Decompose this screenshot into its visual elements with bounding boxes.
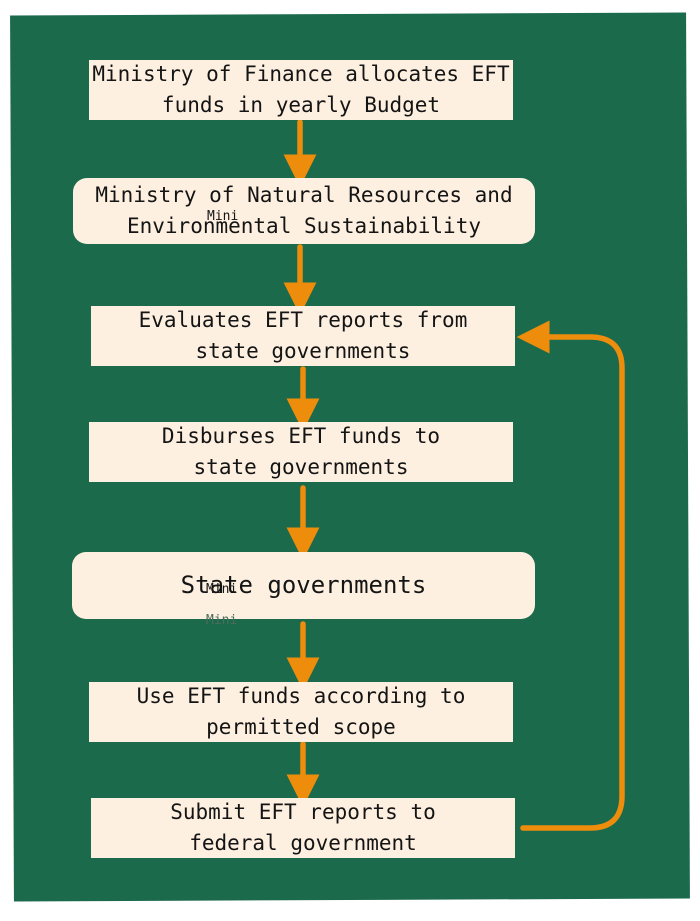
flow-arrows: [283, 119, 625, 831]
stray-mini-label: Mini: [206, 613, 238, 628]
step-evaluates-reports-label: Evaluates EFT reports from state governm…: [138, 308, 468, 363]
stray-mini-label: Mini: [207, 209, 239, 224]
step-finance-allocates-label: Ministry of Finance allocates EFT funds …: [92, 62, 510, 117]
step-natural-resources-ministry-label: Ministry of Natural Resources and Enviro…: [95, 183, 513, 238]
step-evaluates-reports: Evaluates EFT reports from state governm…: [91, 306, 515, 366]
stray-mini-label: Mini: [206, 582, 238, 597]
step-state-governments: State governments: [72, 552, 535, 619]
step-disburses-funds: Disburses EFT funds to state governments: [89, 422, 513, 482]
step-submit-reports-label: Submit EFT reports to federal government: [170, 800, 436, 855]
step-finance-allocates: Ministry of Finance allocates EFT funds …: [89, 60, 513, 120]
step-state-governments-label: State governments: [180, 571, 427, 599]
step-natural-resources-ministry: Ministry of Natural Resources and Enviro…: [73, 178, 535, 244]
step-use-funds: Use EFT funds according to permitted sco…: [89, 682, 513, 742]
step-submit-reports: Submit EFT reports to federal government: [91, 798, 515, 858]
step-disburses-funds-label: Disburses EFT funds to state governments: [161, 424, 441, 479]
step-use-funds-label: Use EFT funds according to permitted sco…: [136, 684, 466, 739]
feedback-loop-arrow: [516, 320, 625, 831]
